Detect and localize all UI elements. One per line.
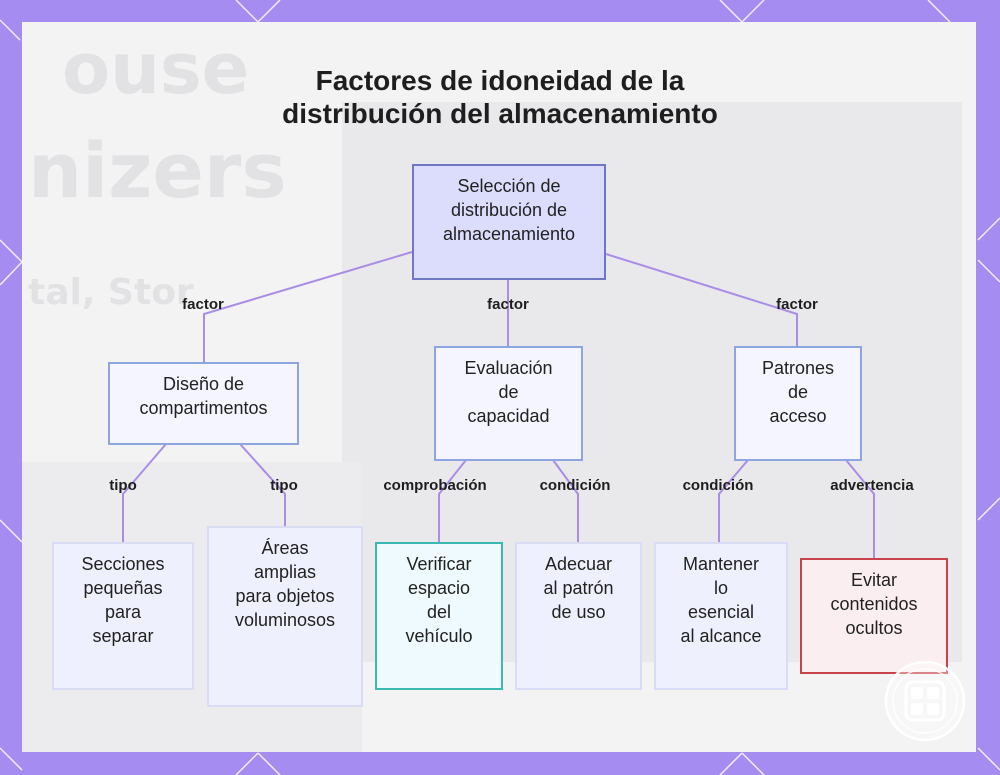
- edge-label-factor: factor: [487, 296, 529, 313]
- edge-capacity-match: [553, 460, 578, 542]
- node-text: de: [464, 380, 552, 404]
- node-text: lo: [680, 576, 761, 600]
- node-text: separar: [81, 624, 164, 648]
- edge-label-comprobacion: comprobación: [383, 477, 486, 494]
- node-text: contenidos: [830, 592, 917, 616]
- node-text: Diseño de: [139, 372, 267, 396]
- edge-label-tipo: tipo: [270, 477, 298, 494]
- node-text: Selección de: [443, 174, 575, 198]
- node-text: de: [762, 380, 834, 404]
- node-text: capacidad: [464, 404, 552, 428]
- node-text: voluminosos: [235, 608, 335, 632]
- node-text: pequeñas: [81, 576, 164, 600]
- node-match-pattern: Adecuar al patrón de uso: [515, 542, 642, 690]
- node-text: amplias: [235, 560, 335, 584]
- node-small-sections: Secciones pequeñas para separar: [52, 542, 194, 690]
- node-compartments: Diseño de compartimentos: [108, 362, 299, 445]
- node-root: Selección de distribución de almacenamie…: [412, 164, 606, 280]
- node-verify-space: Verificar espacio del vehículo: [375, 542, 503, 690]
- node-text: Áreas: [235, 536, 335, 560]
- edge-capacity-verify: [439, 460, 466, 542]
- edge-label-factor: factor: [182, 296, 224, 313]
- node-text: para objetos: [235, 584, 335, 608]
- node-text: Patrones: [762, 356, 834, 380]
- node-capacity: Evaluación de capacidad: [434, 346, 583, 461]
- node-text: Adecuar: [543, 552, 613, 576]
- node-access: Patrones de acceso: [734, 346, 862, 461]
- node-text: Mantener: [680, 552, 761, 576]
- edge-label-condicion: condición: [683, 477, 754, 494]
- edge-label-advertencia: advertencia: [830, 477, 913, 494]
- node-text: acceso: [762, 404, 834, 428]
- node-keep-essentials: Mantener lo esencial al alcance: [654, 542, 788, 690]
- node-text: Secciones: [81, 552, 164, 576]
- edge-root-access: [606, 254, 797, 346]
- logo-grid-icon: [884, 660, 966, 742]
- node-avoid-hidden: Evitar contenidos ocultos: [800, 558, 948, 674]
- node-text: espacio: [405, 576, 472, 600]
- node-text: ocultos: [830, 616, 917, 640]
- node-large-areas: Áreas amplias para objetos voluminosos: [207, 526, 363, 707]
- edge-root-compartments: [204, 252, 412, 362]
- edge-label-tipo: tipo: [109, 477, 137, 494]
- node-text: Verificar: [405, 552, 472, 576]
- node-text: almacenamiento: [443, 222, 575, 246]
- edge-access-keep: [719, 460, 748, 542]
- node-text: al patrón: [543, 576, 613, 600]
- node-text: vehículo: [405, 624, 472, 648]
- node-text: al alcance: [680, 624, 761, 648]
- edge-access-avoid: [846, 460, 874, 558]
- node-text: para: [81, 600, 164, 624]
- edge-label-factor: factor: [776, 296, 818, 313]
- node-text: del: [405, 600, 472, 624]
- node-text: compartimentos: [139, 396, 267, 420]
- node-text: Evitar: [830, 568, 917, 592]
- node-text: de uso: [543, 600, 613, 624]
- edge-label-condicion: condición: [540, 477, 611, 494]
- node-text: Evaluación: [464, 356, 552, 380]
- node-text: esencial: [680, 600, 761, 624]
- node-text: distribución de: [443, 198, 575, 222]
